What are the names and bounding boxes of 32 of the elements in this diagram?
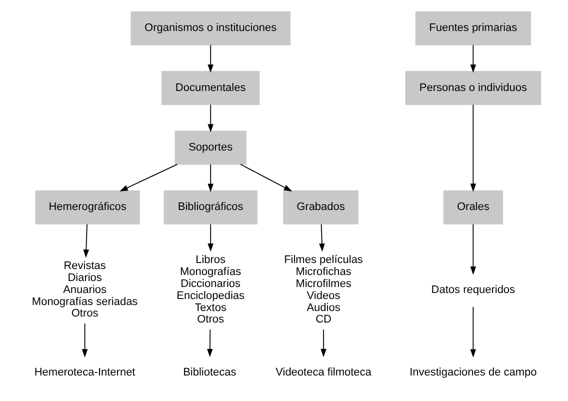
node-box: Orales (442, 190, 503, 224)
arrow (470, 104, 476, 192)
arrow (206, 329, 212, 358)
node-box: Hemerográficos (34, 190, 140, 224)
arrow (82, 224, 89, 258)
node-box: Fuentes primarias (414, 11, 531, 46)
node-box: Bibliográficos (163, 190, 257, 224)
node-text: Investigaciones de campo (409, 366, 536, 378)
node-box: Personas o individuos (404, 71, 541, 106)
arrow (207, 104, 213, 132)
arrow (470, 44, 476, 73)
arrow (470, 306, 476, 358)
arrow (207, 44, 213, 73)
node-text: Videoteca filmoteca (275, 366, 371, 378)
arrow (81, 323, 88, 358)
arrow (470, 224, 476, 275)
node-text: Datos requeridos (430, 284, 515, 296)
node-text: Revistas Diarios Anuarios Monografías seriadas Otros (31, 260, 138, 320)
arrow (207, 164, 213, 192)
arrow (239, 164, 292, 192)
node-box: Soportes (174, 130, 246, 165)
arrow (207, 224, 213, 252)
node-box: Documentales (160, 71, 260, 106)
arrow (119, 164, 178, 192)
node-text: Filmes películas Microfichas Microfilmes Videos Audios CD (284, 254, 362, 326)
arrow (318, 224, 324, 252)
arrow (320, 329, 326, 358)
node-box: Organismos o instituciones (130, 11, 290, 46)
node-text: Bibliotecas (182, 366, 236, 378)
node-text: Libros Monografías Diccionarios Enciclopedias Textos Otros (176, 254, 244, 326)
node-box: Grabados (282, 190, 358, 224)
node-text: Hemeroteca-Internet (34, 366, 135, 378)
